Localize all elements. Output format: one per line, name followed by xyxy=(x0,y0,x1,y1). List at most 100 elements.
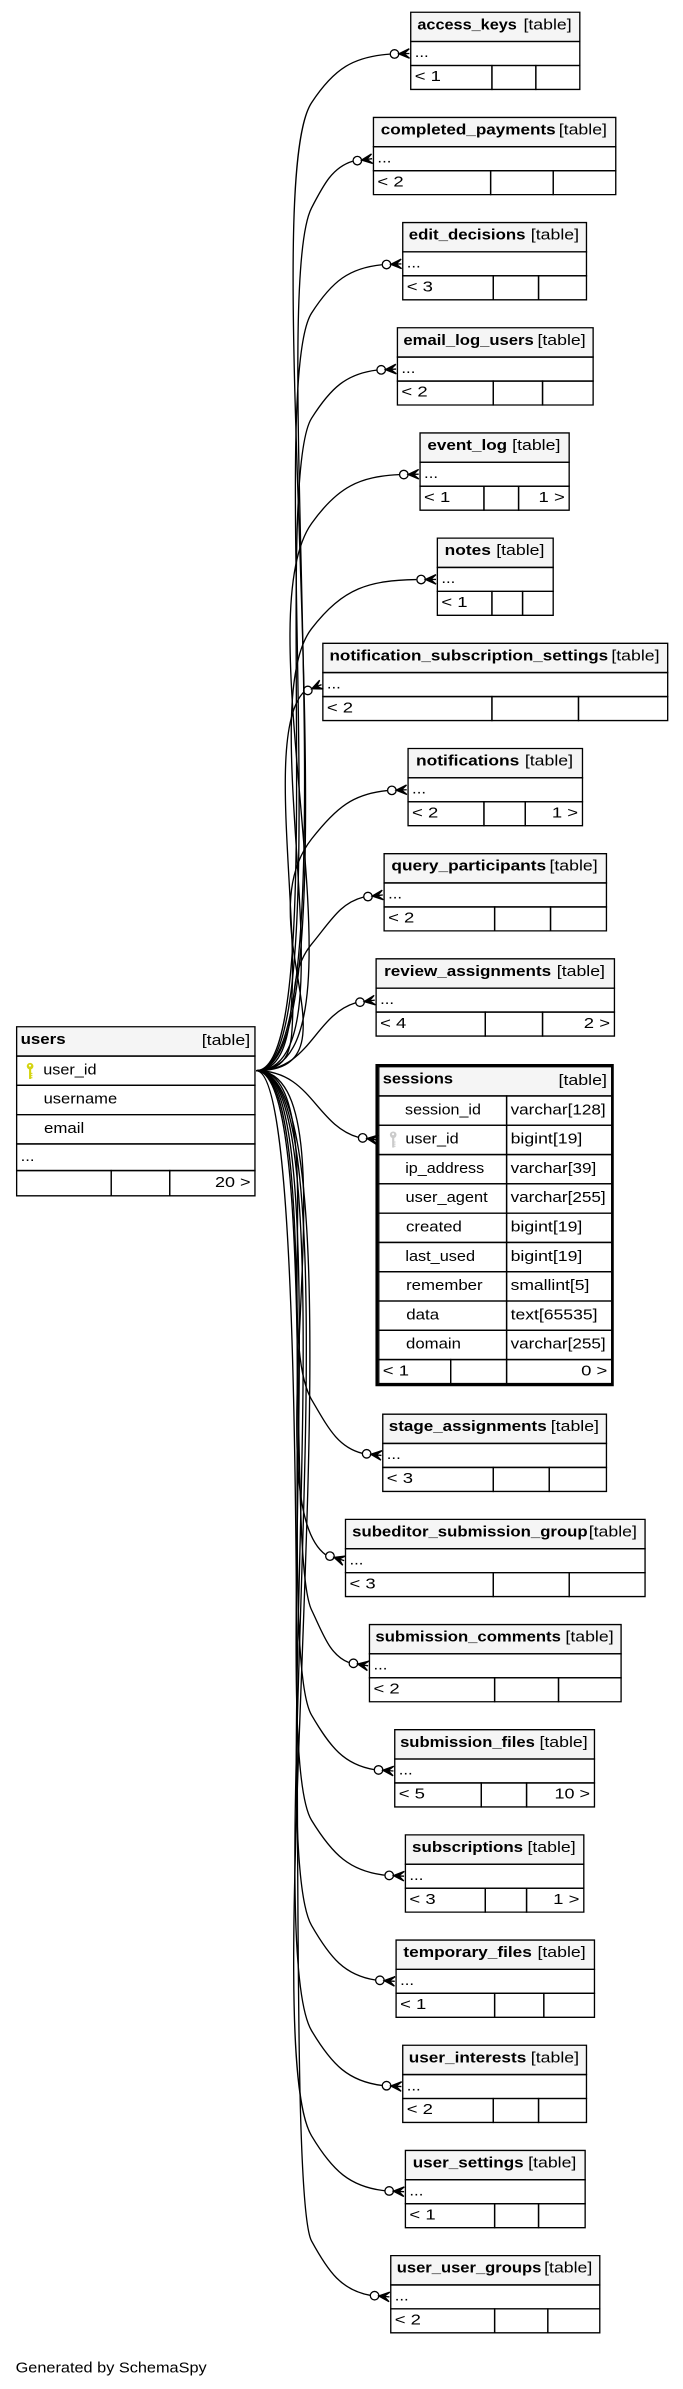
svg-text:[table]: [table] xyxy=(507,438,560,454)
svg-text:[table]: [table] xyxy=(523,1840,576,1856)
svg-text:< 1: < 1 xyxy=(409,2207,435,2223)
svg-text:< 2: < 2 xyxy=(377,174,403,190)
svg-text:subeditor_submission_group: subeditor_submission_group xyxy=(352,1524,588,1540)
svg-text:[table]: [table] xyxy=(533,1945,586,1961)
svg-text:[table]: [table] xyxy=(526,2050,579,2066)
svg-text:< 3: < 3 xyxy=(407,280,433,296)
svg-text:[table]: [table] xyxy=(559,1073,607,1089)
svg-text:user_id: user_id xyxy=(383,1132,459,1148)
svg-text:< 2: < 2 xyxy=(412,805,438,821)
svg-text:[table]: [table] xyxy=(561,1630,614,1646)
svg-text:...: ... xyxy=(407,256,421,272)
svg-text:[table]: [table] xyxy=(520,754,573,770)
svg-text:varchar[128]: varchar[128] xyxy=(511,1102,606,1118)
svg-text:...: ... xyxy=(401,361,415,377)
svg-text:[table]: [table] xyxy=(545,859,598,875)
svg-text:query_participants: query_participants xyxy=(391,859,546,875)
svg-text:notes: notes xyxy=(445,543,491,559)
svg-text:...: ... xyxy=(412,781,426,797)
svg-text:subscriptions: subscriptions xyxy=(412,1840,523,1856)
svg-text:...: ... xyxy=(409,2183,423,2199)
svg-text:remember: remember xyxy=(383,1278,483,1294)
svg-text:[table]: [table] xyxy=(554,122,607,138)
svg-text:review_assignments: review_assignments xyxy=(384,964,551,980)
svg-text:[table]: [table] xyxy=(202,1033,250,1049)
svg-text:< 2: < 2 xyxy=(395,2313,421,2329)
svg-text:created: created xyxy=(383,1220,462,1236)
svg-text:< 1: < 1 xyxy=(400,1997,426,2013)
svg-text:< 2: < 2 xyxy=(388,911,414,927)
svg-text:session_id: session_id xyxy=(383,1102,481,1118)
svg-text:notification_subscription_sett: notification_subscription_settings xyxy=(330,648,609,664)
svg-text:< 1: < 1 xyxy=(383,1363,409,1379)
svg-text:...: ... xyxy=(21,1149,35,1165)
svg-text:data: data xyxy=(383,1307,440,1323)
svg-text:< 1: < 1 xyxy=(441,595,467,611)
svg-text:< 2: < 2 xyxy=(407,2102,433,2118)
svg-text:...: ... xyxy=(388,887,402,903)
svg-text:user_user_groups: user_user_groups xyxy=(397,2261,542,2277)
svg-text:notifications: notifications xyxy=(416,754,519,770)
svg-text:[table]: [table] xyxy=(491,543,544,559)
svg-text:< 1: < 1 xyxy=(424,490,450,506)
svg-text:varchar[255]: varchar[255] xyxy=(511,1337,606,1353)
svg-text:< 4: < 4 xyxy=(380,1016,406,1032)
svg-text:user_settings: user_settings xyxy=(413,2155,524,2171)
svg-text:...: ... xyxy=(387,1447,401,1463)
svg-text:< 2: < 2 xyxy=(401,385,427,401)
svg-text:< 2: < 2 xyxy=(373,1682,399,1698)
svg-text:user_interests: user_interests xyxy=(409,2050,527,2066)
svg-text:< 2: < 2 xyxy=(327,700,353,716)
svg-text:event_log: event_log xyxy=(427,438,507,454)
svg-text:varchar[39]: varchar[39] xyxy=(511,1161,597,1177)
svg-text:0 >: 0 > xyxy=(581,1363,607,1379)
svg-text:[table]: [table] xyxy=(533,333,586,349)
svg-text:2 >: 2 > xyxy=(584,1016,610,1032)
svg-text:text[65535]: text[65535] xyxy=(511,1307,598,1323)
svg-text:...: ... xyxy=(395,2289,409,2305)
svg-text:< 3: < 3 xyxy=(387,1471,413,1487)
svg-text:submission_comments: submission_comments xyxy=(375,1630,560,1646)
svg-text:1 >: 1 > xyxy=(553,1892,579,1908)
svg-text:...: ... xyxy=(441,571,455,587)
svg-text:...: ... xyxy=(349,1552,363,1568)
svg-text:access_keys: access_keys xyxy=(417,17,516,33)
svg-text:completed_payments: completed_payments xyxy=(381,122,556,138)
svg-text:bigint[19]: bigint[19] xyxy=(511,1249,583,1265)
svg-text:< 1: < 1 xyxy=(415,69,441,85)
svg-text:smallint[5]: smallint[5] xyxy=(511,1278,590,1294)
svg-text:email_log_users: email_log_users xyxy=(403,333,533,349)
svg-text:...: ... xyxy=(399,1763,413,1779)
svg-text:1 >: 1 > xyxy=(552,805,578,821)
svg-text:[table]: [table] xyxy=(606,648,659,664)
svg-text:< 3: < 3 xyxy=(349,1576,375,1592)
svg-text:[table]: [table] xyxy=(535,1735,588,1751)
svg-text:[table]: [table] xyxy=(546,1419,599,1435)
svg-text:[table]: [table] xyxy=(552,964,605,980)
svg-text:temporary_files: temporary_files xyxy=(403,1945,531,1961)
svg-text:bigint[19]: bigint[19] xyxy=(511,1220,583,1236)
svg-text:[table]: [table] xyxy=(526,228,579,244)
svg-text:ip_address: ip_address xyxy=(383,1161,484,1177)
svg-text:username: username xyxy=(21,1092,118,1108)
svg-text:10 >: 10 > xyxy=(555,1787,591,1803)
svg-text:< 3: < 3 xyxy=(409,1892,435,1908)
svg-text:[table]: [table] xyxy=(523,2155,576,2171)
svg-text:1 >: 1 > xyxy=(539,490,565,506)
svg-text:user_agent: user_agent xyxy=(383,1190,488,1206)
svg-text:...: ... xyxy=(415,45,429,61)
svg-text:last_used: last_used xyxy=(383,1249,475,1265)
svg-text:...: ... xyxy=(400,1973,414,1989)
svg-text:20 >: 20 > xyxy=(215,1175,251,1191)
svg-text:varchar[255]: varchar[255] xyxy=(511,1190,606,1206)
svg-text:...: ... xyxy=(424,466,438,482)
svg-text:[table]: [table] xyxy=(584,1524,637,1540)
svg-text:[table]: [table] xyxy=(539,2261,592,2277)
svg-text:...: ... xyxy=(327,676,341,692)
svg-text:sessions: sessions xyxy=(383,1072,453,1088)
svg-text:...: ... xyxy=(377,150,391,166)
svg-text:stage_assignments: stage_assignments xyxy=(389,1419,547,1435)
svg-text:< 5: < 5 xyxy=(399,1787,425,1803)
svg-text:email: email xyxy=(21,1121,85,1137)
svg-text:edit_decisions: edit_decisions xyxy=(409,228,526,244)
